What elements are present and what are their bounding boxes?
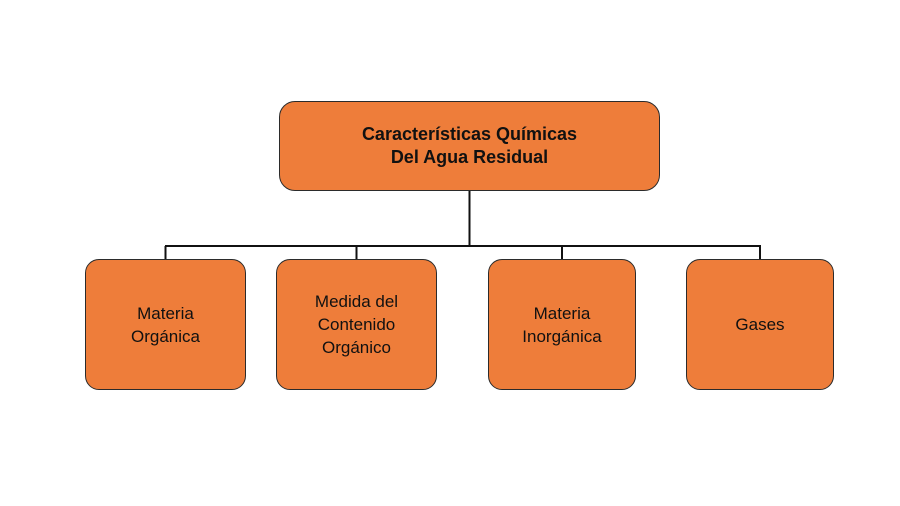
child-node-label: Materia Orgánica	[131, 303, 200, 346]
child-node-label: Medida del Contenido Orgánico	[314, 292, 399, 357]
child-node-materia-inorganica: Materia Inorgánica	[488, 259, 636, 390]
child-node-medida-contenido-organico: Medida del Contenido Orgánico	[276, 259, 437, 390]
root-node: Características Químicas Del Agua Residu…	[279, 101, 660, 191]
root-node-label: Características Químicas Del Agua Residu…	[361, 124, 578, 167]
child-node-label: Gases	[735, 315, 785, 334]
child-node-gases: Gases	[686, 259, 834, 390]
child-node-label: Materia Inorgánica	[522, 303, 602, 346]
child-node-materia-organica: Materia Orgánica	[85, 259, 246, 390]
